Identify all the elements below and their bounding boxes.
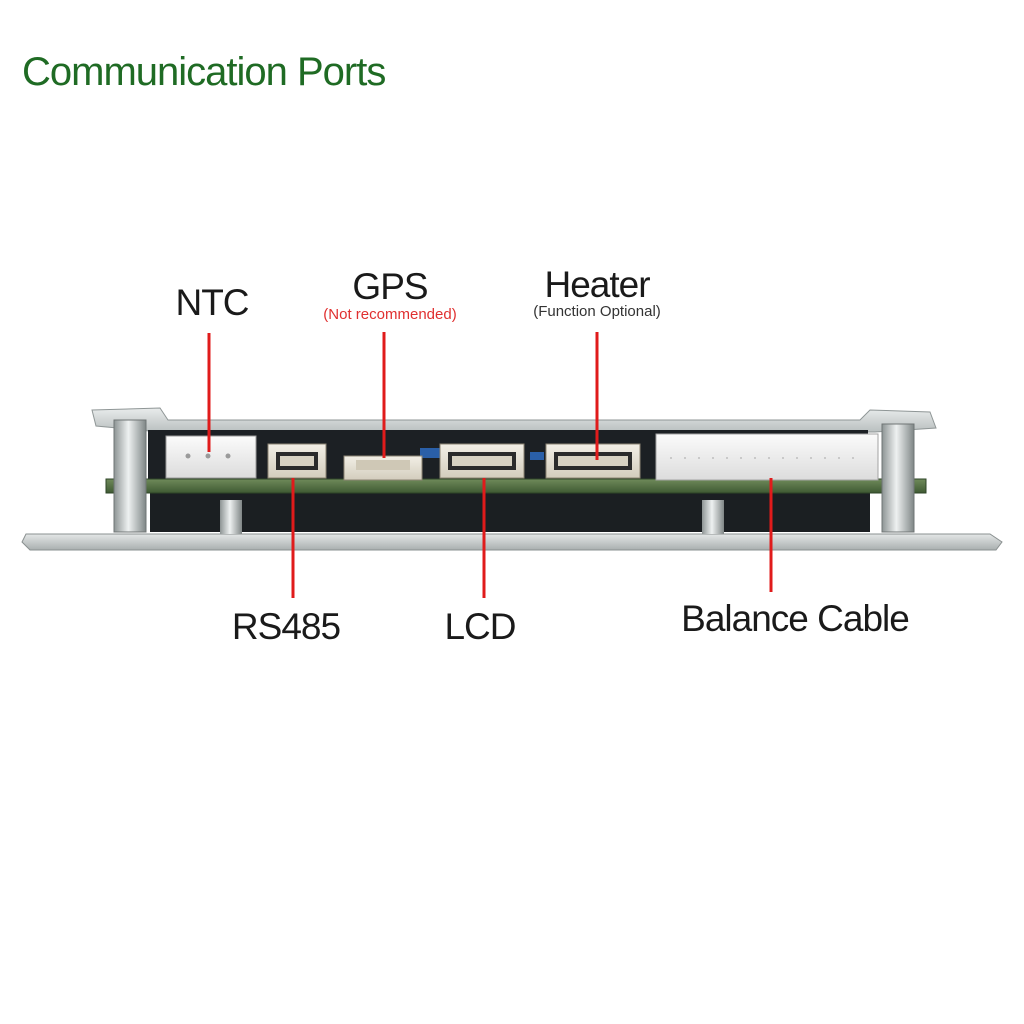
top-plate [91,407,937,433]
underside-components [150,490,870,532]
port-label-balance-cable: Balance Cable [681,598,910,639]
ntc-connector [165,435,257,479]
page-title: Communication Ports [22,50,386,94]
balance-cable-connector [655,433,879,481]
standoff-pillar [881,423,915,533]
port-note-gps: (Not recommended) [323,306,457,323]
port-label-ntc: NTC [175,282,249,323]
blue-component [530,452,544,460]
port-note-heater: (Function Optional) [533,303,661,320]
heater-connector [545,443,641,479]
standoff-pillar [702,500,724,534]
blue-component [420,448,440,458]
port-label-gps: GPS [352,266,428,307]
standoff-pillar [220,500,242,534]
pcb [105,478,927,494]
port-label-heater: Heater [544,264,650,305]
port-label-lcd: LCD [444,606,516,647]
gps-connector [343,455,423,481]
rs485-connector [267,443,327,479]
port-label-rs485: RS485 [231,606,341,647]
bottom-plate [21,533,1003,551]
lcd-connector [439,443,525,479]
standoff-pillar [113,419,147,533]
